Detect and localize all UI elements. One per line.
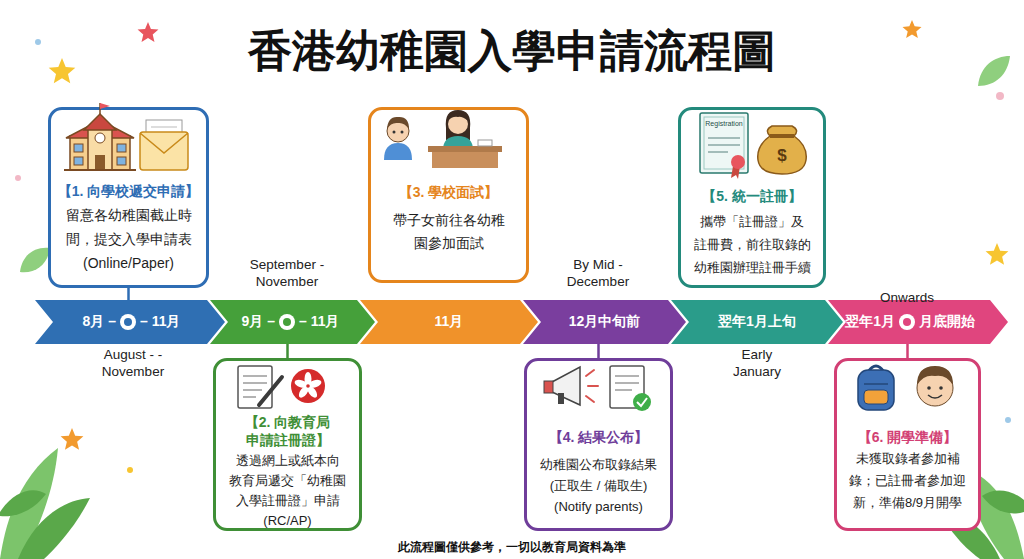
step-description: 幼稚園公布取錄結果 (正取生 / 備取生) (Notify parents) bbox=[538, 454, 660, 517]
step-heading: 【4. 結果公布】 bbox=[529, 428, 669, 446]
timeline-segment: 9月 – – 11月 bbox=[210, 300, 375, 344]
step-description: 透過網上或紙本向 教育局遞交「幼稚園 入學註冊證」申請 (RC/AP) bbox=[227, 451, 349, 531]
leaf-decoration bbox=[0, 56, 1024, 559]
step-description: 未獲取錄者參加補 錄；已註冊者參加迎 新，準備8/9月開學 bbox=[847, 448, 969, 514]
step-card: 【1. 向學校遞交申請】留意各幼稚園截止時 間，提交入學申請表 (Online/… bbox=[48, 107, 209, 288]
timeline-segment: 11月 bbox=[360, 300, 538, 344]
step-description: 帶子女前往各幼稚 園參加面試 bbox=[389, 209, 509, 255]
step-card: 【3. 學校面試】帶子女前往各幼稚 園參加面試 bbox=[368, 107, 529, 283]
chevron-fill bbox=[671, 300, 843, 344]
document-pen-icon bbox=[238, 366, 282, 408]
hk-emblem-icon bbox=[291, 369, 325, 403]
timeline-date: 月底開始 bbox=[919, 300, 975, 344]
step-heading: 【2. 向教育局 申請註冊證】 bbox=[232, 413, 344, 449]
interview-icon bbox=[384, 110, 502, 168]
footnote: 此流程圖僅供參考，一切以教育局資料為準 bbox=[0, 538, 1024, 556]
step-card: 【5. 統一註冊】攜帶「註冊證」及 註冊費，前往取錄的 幼稚園辦理註冊手續 bbox=[678, 107, 826, 288]
date-label: By Mid - December bbox=[555, 256, 641, 290]
connector-line bbox=[127, 288, 130, 300]
envelope-icon bbox=[140, 120, 188, 170]
timeline-segment: 翌年1月月底開始 bbox=[828, 300, 1008, 344]
step-heading: 【3. 學校面試】 bbox=[374, 183, 524, 201]
result-document-icon bbox=[610, 366, 651, 411]
step-description: 留意各幼稚園截止時 間，提交入學申請表 (Online/Paper) bbox=[62, 203, 196, 275]
step-description: 攜帶「註冊證」及 註冊費，前往取錄的 幼稚園辦理註冊手續 bbox=[691, 210, 813, 279]
backpack-icon bbox=[858, 366, 894, 410]
certificate-icon bbox=[700, 113, 748, 179]
timeline-segment: 翌年1月上旬 bbox=[671, 300, 843, 344]
icon-text: $ bbox=[772, 146, 792, 166]
connector-line bbox=[286, 344, 289, 358]
child-face-icon bbox=[917, 366, 953, 406]
connector-line bbox=[597, 344, 600, 358]
chevron-fill bbox=[360, 300, 538, 344]
step-heading: 【5. 統一註冊】 bbox=[682, 187, 822, 205]
date-label: Early January bbox=[725, 346, 789, 380]
chevron-fill bbox=[35, 300, 225, 344]
date-label: August - - November bbox=[95, 346, 171, 380]
chevron-shape bbox=[210, 300, 375, 344]
icon-text: Registration bbox=[699, 119, 749, 128]
date-label: September - November bbox=[235, 256, 339, 290]
timeline-date: 翌年1月 bbox=[845, 300, 895, 344]
chevron-fill bbox=[523, 300, 686, 344]
timeline-date: – 11月 bbox=[140, 300, 180, 344]
school-icon bbox=[64, 103, 136, 170]
date-label: Onwards bbox=[868, 289, 946, 306]
step-heading: 【6. 開學準備】 bbox=[838, 428, 978, 446]
timeline-segment: 12月中旬前 bbox=[523, 300, 686, 344]
step-card: 【2. 向教育局 申請註冊證】透過網上或紙本向 教育局遞交「幼稚園 入學註冊證」… bbox=[213, 358, 362, 531]
timeline-date: 9月 – bbox=[242, 300, 275, 344]
timeline-marker bbox=[120, 314, 915, 330]
timeline-date: 12月中旬前 bbox=[523, 300, 686, 344]
connector-line bbox=[906, 344, 909, 358]
megaphone-icon bbox=[544, 367, 598, 405]
timeline-date: 8月 – bbox=[83, 300, 116, 344]
step-heading: 【1. 向學校遞交申請】 bbox=[53, 182, 205, 200]
timeline-date: 11月 bbox=[360, 300, 538, 344]
chevron-fill bbox=[210, 300, 375, 344]
timeline-date: – 11月 bbox=[299, 300, 339, 344]
timeline-date: 翌年1月上旬 bbox=[671, 300, 843, 344]
timeline-segment: 8月 – – 11月 bbox=[35, 300, 225, 344]
money-bag-icon bbox=[758, 126, 807, 174]
step-card: 【4. 結果公布】幼稚園公布取錄結果 (正取生 / 備取生) (Notify p… bbox=[524, 358, 673, 531]
step-card: 【6. 開學準備】未獲取錄者參加補 錄；已註冊者參加迎 新，準備8/9月開學 bbox=[834, 358, 981, 531]
chevron-fill bbox=[828, 300, 1008, 344]
chevron-shape bbox=[35, 300, 225, 344]
chart-title: 香港幼稚園入學申請流程圖 bbox=[0, 23, 1024, 79]
